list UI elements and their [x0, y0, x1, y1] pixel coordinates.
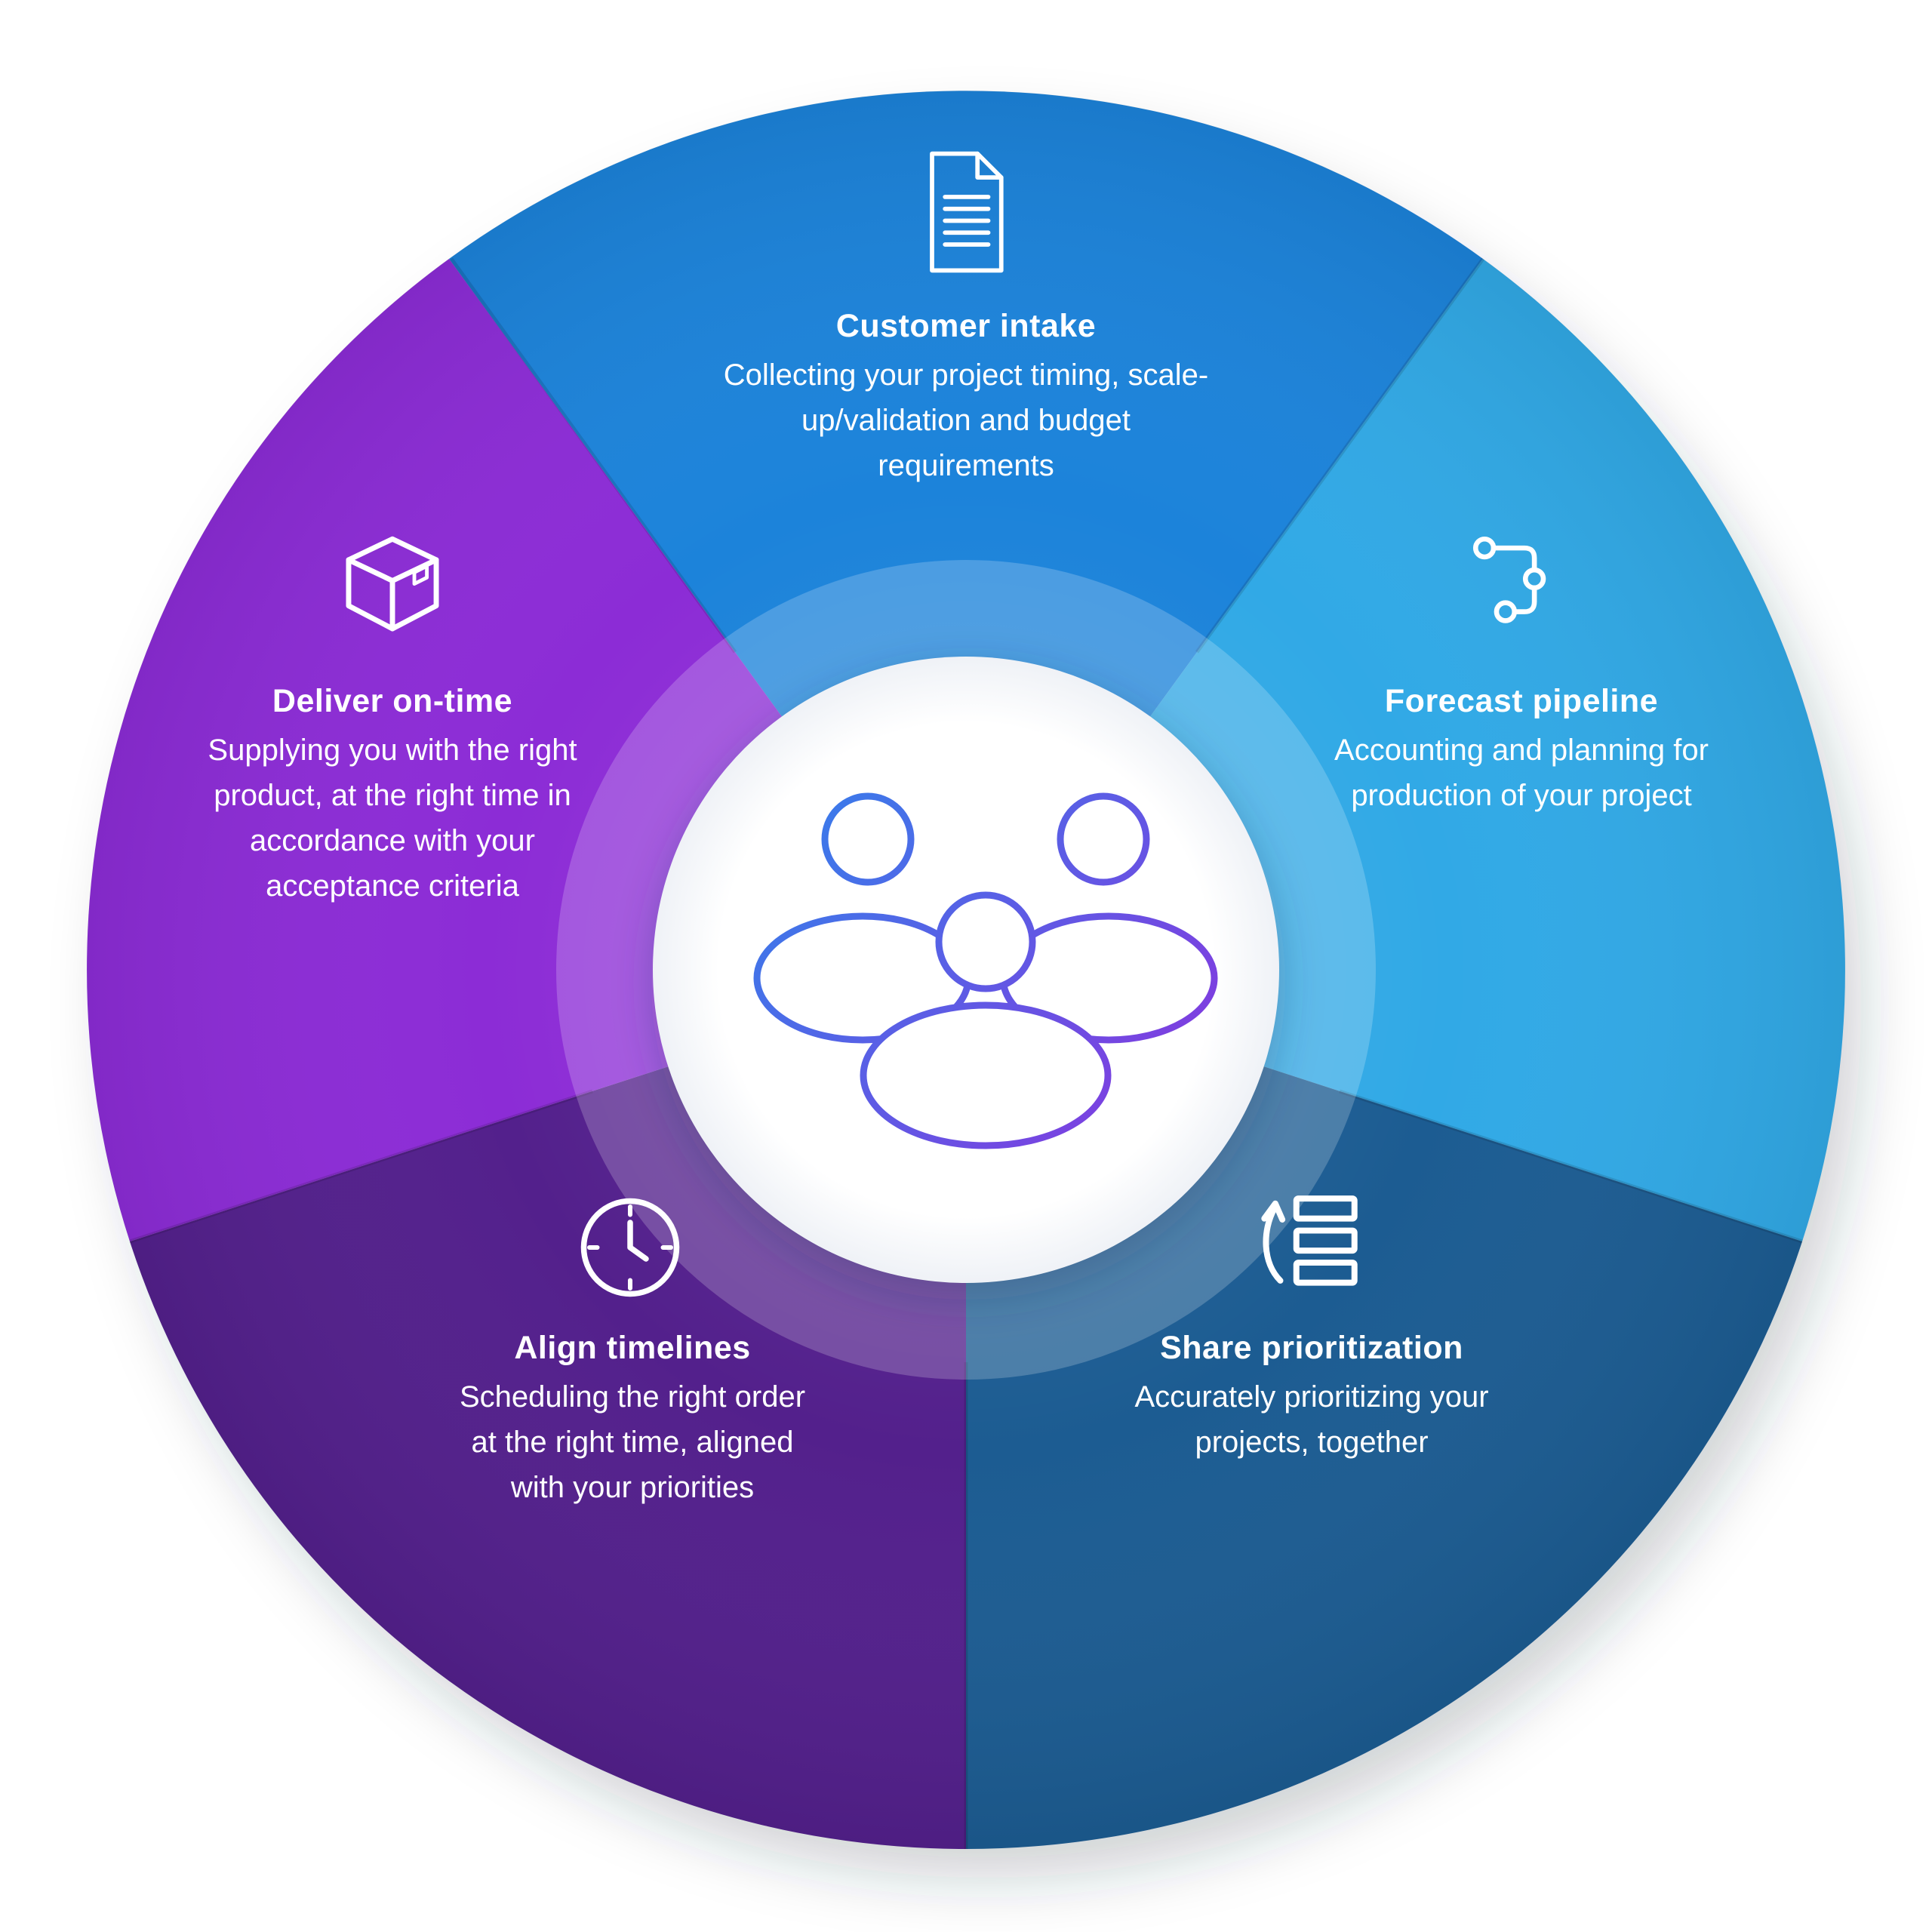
segment-title: Deliver on-time	[272, 683, 513, 719]
segment-text-forecast-pipeline: Forecast pipeline Accounting and plannin…	[1325, 683, 1718, 818]
segment-description: Accounting and planning for production o…	[1334, 734, 1709, 812]
segment-text-customer-intake: Customer intake Collecting your project …	[709, 308, 1223, 488]
segment-text-deliver-on-time: Deliver on-time Supplying you with the r…	[189, 683, 596, 909]
pipeline-icon	[1469, 532, 1568, 632]
segment-title: Customer intake	[835, 308, 1097, 344]
list-arrow-icon	[1254, 1192, 1364, 1293]
segment-description: Supplying you with the right product, at…	[208, 734, 577, 903]
segment-description: Scheduling the right order at the right …	[459, 1380, 806, 1504]
segment-text-share-prioritization: Share prioritization Accurately prioriti…	[1108, 1330, 1515, 1465]
segment-dividers	[129, 257, 1803, 1849]
segment-title: Share prioritization	[1160, 1330, 1463, 1366]
segment-title: Forecast pipeline	[1384, 683, 1659, 719]
box-icon	[335, 532, 450, 638]
segment-description: Accurately prioritizing your projects, t…	[1134, 1380, 1489, 1459]
team-icon	[753, 792, 1218, 1149]
clock-icon	[574, 1191, 687, 1304]
segment-description: Collecting your project timing, scale-up…	[723, 358, 1209, 482]
document-icon	[909, 147, 1020, 277]
segment-text-align-timelines: Align timelines Scheduling the right ord…	[444, 1330, 821, 1510]
segment-title: Align timelines	[514, 1330, 751, 1366]
center-halo-ring	[556, 560, 1376, 1380]
